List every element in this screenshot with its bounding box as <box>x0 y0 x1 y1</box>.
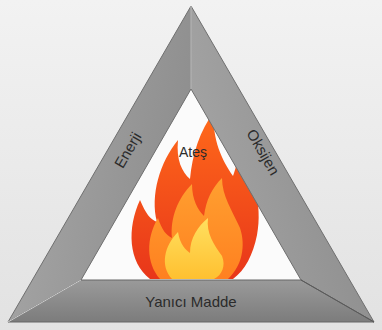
node-label: Yanıcı Madde <box>145 294 236 311</box>
energy-band <box>8 6 191 322</box>
flame-middle <box>149 178 242 279</box>
bevel-line <box>301 280 374 322</box>
fuel-band <box>8 280 374 322</box>
bevel-line <box>8 280 81 322</box>
flame-core <box>165 218 224 279</box>
band-label: Yanıcı Madde <box>141 292 241 313</box>
bevel-line <box>191 6 192 89</box>
oxygen-band <box>191 6 374 322</box>
node-label: Ateş <box>179 145 207 160</box>
fire-label: Ateş <box>175 143 212 163</box>
